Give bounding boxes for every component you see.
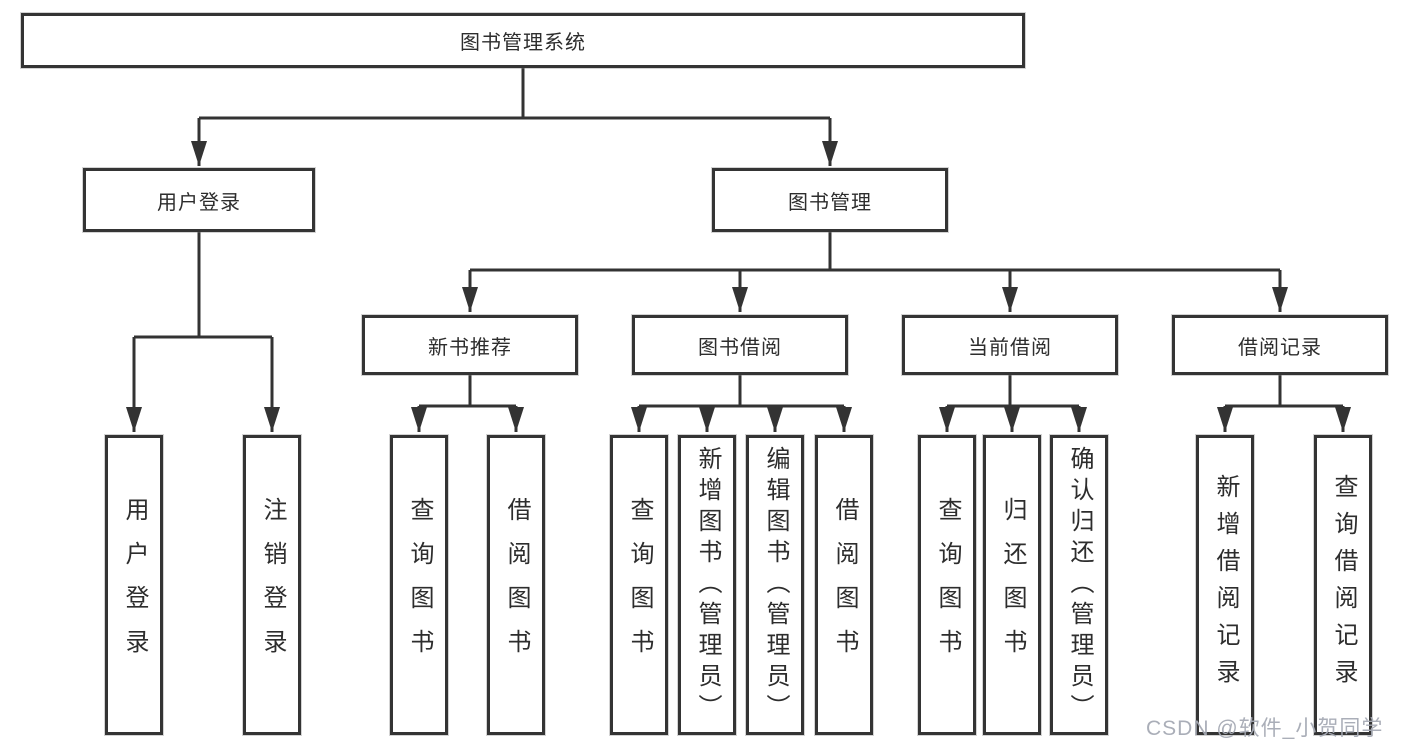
leaf-add-borrow-record-label: 新增借阅记录 — [1212, 474, 1239, 696]
node-book-borrow: 图书借阅 — [632, 315, 848, 375]
leaf-add-book-admin-label: 新增图书（管理员） — [694, 445, 721, 725]
node-user-login-label: 用户登录 — [157, 191, 241, 214]
node-root-label: 图书管理系统 — [460, 32, 586, 54]
leaf-query-book-2: 查询图书 — [610, 435, 668, 735]
leaf-user-login: 用户登录 — [105, 435, 163, 735]
node-current-borrow-label: 当前借阅 — [968, 336, 1052, 359]
leaf-borrow-book-1: 借阅图书 — [487, 435, 545, 735]
node-current-borrow: 当前借阅 — [902, 315, 1118, 375]
node-book-borrow-label: 图书借阅 — [698, 336, 782, 359]
leaf-add-book-admin: 新增图书（管理员） — [678, 435, 736, 735]
leaf-query-book-1-label: 查询图书 — [406, 497, 433, 673]
leaf-return-book: 归还图书 — [983, 435, 1041, 735]
leaf-query-borrow-record: 查询借阅记录 — [1314, 435, 1372, 735]
node-borrow-record: 借阅记录 — [1172, 315, 1388, 375]
leaf-borrow-book-1-label: 借阅图书 — [503, 497, 530, 673]
node-new-book-recommend-label: 新书推荐 — [428, 336, 512, 359]
leaf-query-book-1: 查询图书 — [390, 435, 448, 735]
leaf-add-borrow-record: 新增借阅记录 — [1196, 435, 1254, 735]
watermark: CSDN @软件_小贺同学 — [1146, 717, 1384, 740]
leaf-user-login-label: 用户登录 — [121, 497, 148, 673]
node-new-book-recommend: 新书推荐 — [362, 315, 578, 375]
leaf-edit-book-admin: 编辑图书（管理员） — [746, 435, 804, 735]
leaf-confirm-return-admin: 确认归还（管理员） — [1050, 435, 1108, 735]
leaf-borrow-book-2: 借阅图书 — [815, 435, 873, 735]
node-borrow-record-label: 借阅记录 — [1238, 336, 1322, 359]
leaf-query-borrow-record-label: 查询借阅记录 — [1330, 474, 1357, 696]
node-user-login: 用户登录 — [83, 168, 315, 232]
leaf-query-book-3-label: 查询图书 — [934, 497, 961, 673]
leaf-confirm-return-admin-label: 确认归还（管理员） — [1066, 445, 1093, 725]
node-book-management-label: 图书管理 — [788, 191, 872, 214]
leaf-borrow-book-2-label: 借阅图书 — [831, 497, 858, 673]
leaf-edit-book-admin-label: 编辑图书（管理员） — [762, 445, 789, 725]
leaf-logout: 注销登录 — [243, 435, 301, 735]
leaf-query-book-2-label: 查询图书 — [626, 497, 653, 673]
node-root: 图书管理系统 — [21, 13, 1025, 68]
node-book-management: 图书管理 — [712, 168, 948, 232]
leaf-query-book-3: 查询图书 — [918, 435, 976, 735]
leaf-logout-label: 注销登录 — [259, 497, 286, 673]
leaf-return-book-label: 归还图书 — [999, 497, 1026, 673]
